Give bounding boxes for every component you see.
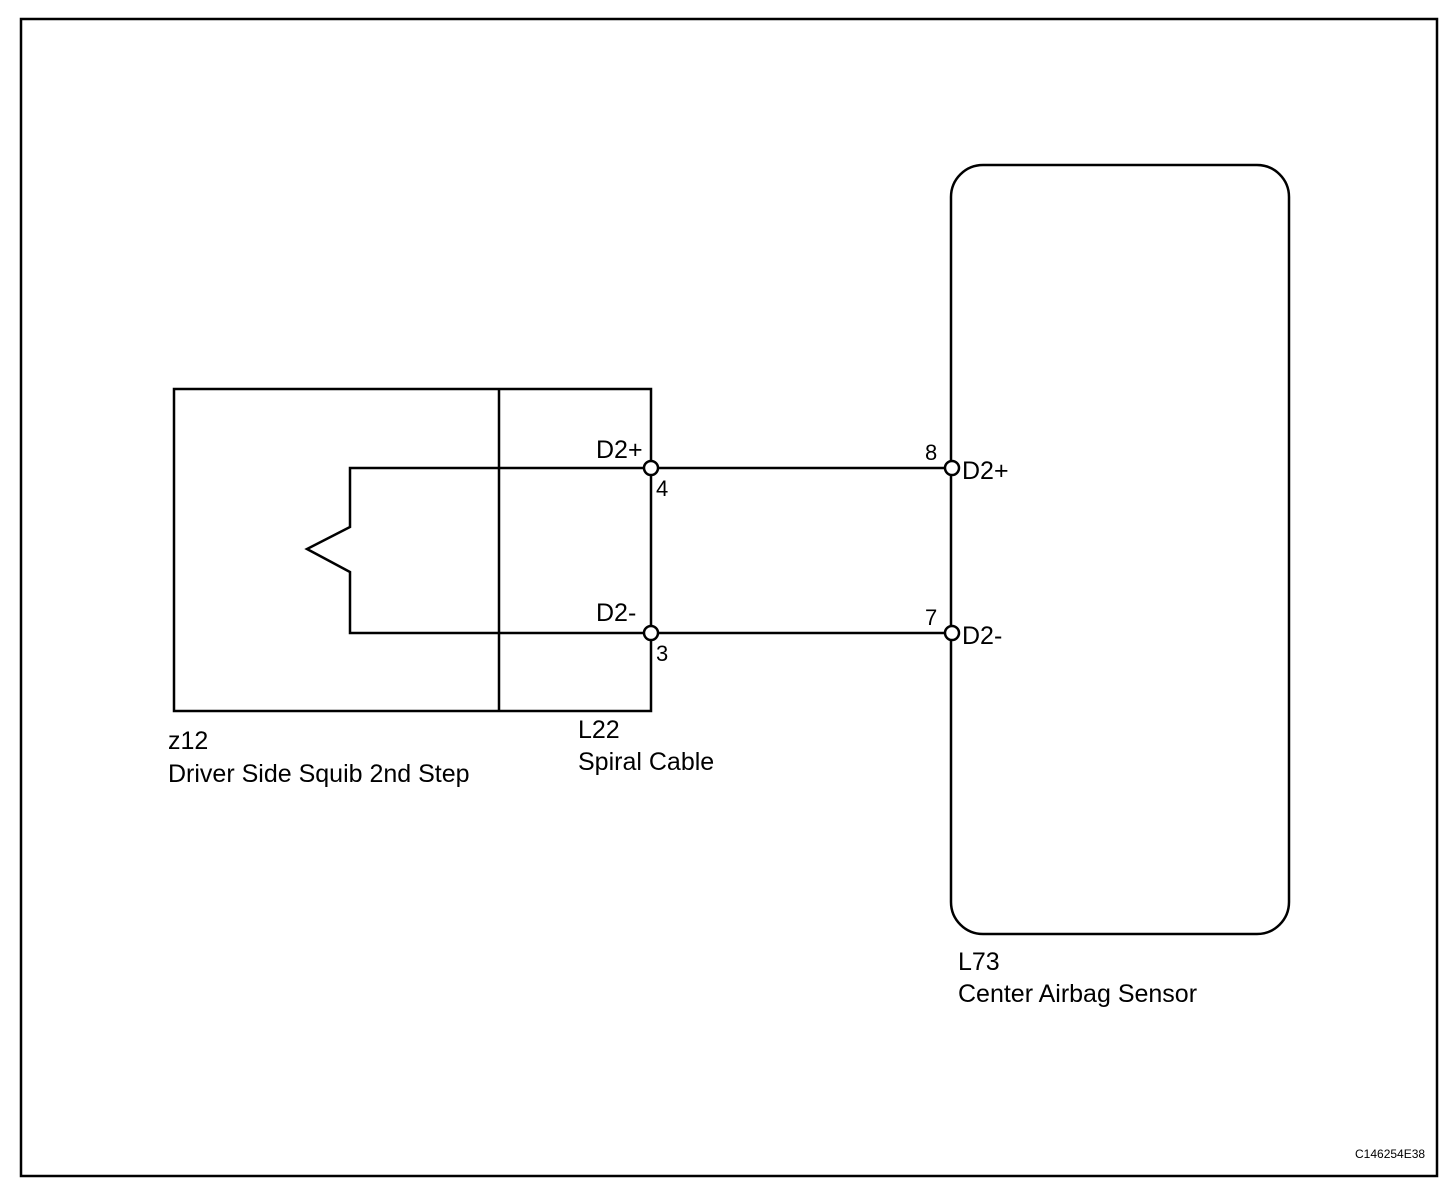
squib-name: Driver Side Squib 2nd Step [168, 760, 470, 788]
airbag-sensor-box [949, 163, 1291, 936]
spiral-d2-plus-label: D2+ [596, 436, 643, 464]
figure-code: C146254E38 [1355, 1147, 1425, 1161]
spiral-d2-minus-pin-number: 3 [656, 641, 668, 666]
spiral-d2-minus-label: D2- [596, 599, 636, 627]
spiral-d2-minus-terminal [642, 624, 660, 642]
sensor-d2-minus-pin-number: 7 [925, 605, 937, 630]
diagram-frame [19, 17, 1439, 1178]
sensor-d2-plus-pin-number: 8 [925, 440, 937, 465]
squib-connector-block [172, 387, 653, 713]
sensor-d2-minus-terminal [943, 624, 961, 642]
airbag-sensor-name: Center Airbag Sensor [958, 980, 1197, 1008]
spiral-cable-name: Spiral Cable [578, 748, 714, 776]
squib-code: z12 [168, 727, 208, 755]
spiral-d2-plus-pin-number: 4 [656, 476, 668, 501]
sensor-d2-plus-terminal [943, 459, 961, 477]
squib-igniter-symbol [304, 466, 651, 635]
spiral-d2-plus-terminal [642, 459, 660, 477]
airbag-sensor-code: L73 [958, 948, 1000, 976]
sensor-d2-minus-label: D2- [962, 622, 1002, 650]
sensor-d2-plus-label: D2+ [962, 457, 1009, 485]
spiral-cable-code: L22 [578, 716, 620, 744]
